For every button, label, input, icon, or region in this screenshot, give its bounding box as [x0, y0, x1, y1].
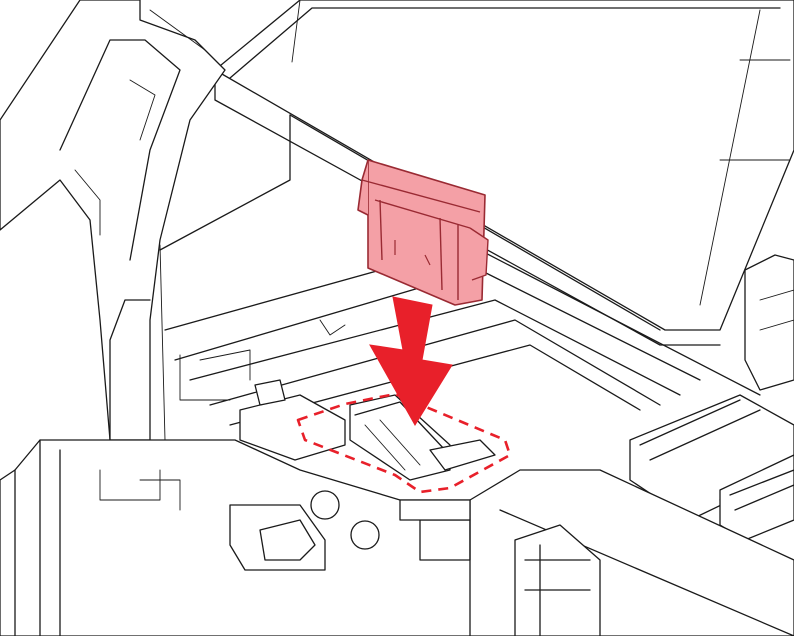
arrow-down-icon — [369, 296, 453, 426]
capping-station — [239, 379, 496, 481]
wiper-part — [357, 159, 489, 306]
left-hinge-arm — [0, 0, 226, 441]
right-mechanism — [629, 254, 794, 541]
placement-highlight-outline — [296, 392, 512, 494]
front-base — [0, 439, 794, 636]
open-cover — [214, 0, 794, 346]
